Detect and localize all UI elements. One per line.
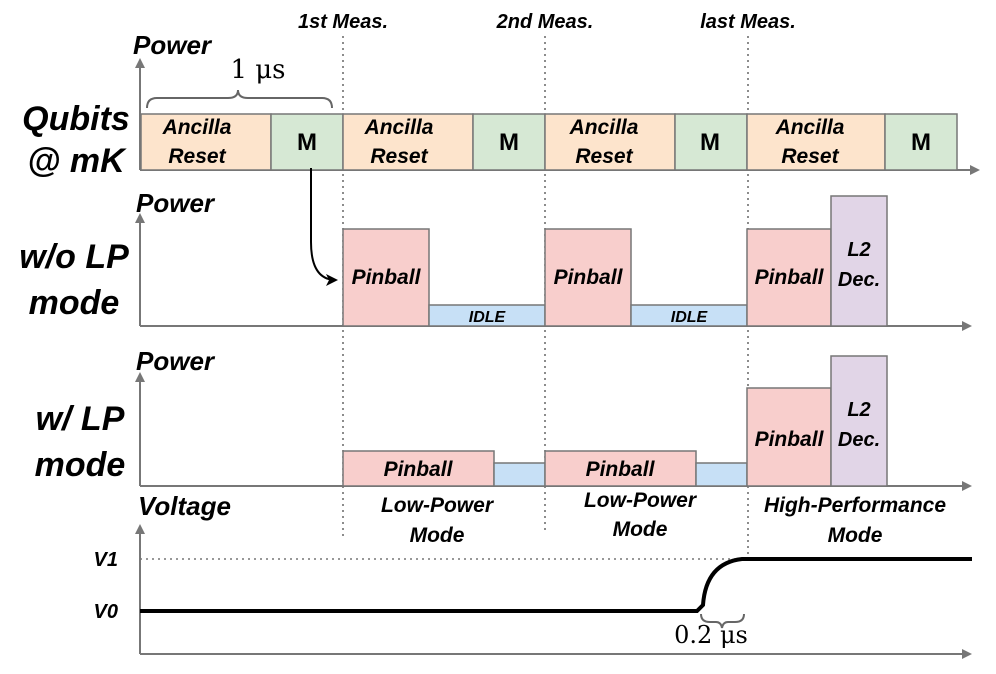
- block-label: Reset: [168, 145, 226, 168]
- measurement-to-decoder-arrow: [310, 168, 338, 286]
- voltage-row: Voltage V1 V0 0.2 μs Low-Power Mode Low-…: [94, 489, 972, 659]
- l2-decoder-block: [830, 355, 888, 487]
- block-label: M: [297, 129, 317, 156]
- voltage-axis-label: Voltage: [138, 491, 231, 521]
- span-bracket: [146, 89, 333, 109]
- ancilla-reset-block: [140, 113, 272, 171]
- idle-block: [493, 462, 546, 487]
- meas-label-2: 2nd Meas.: [496, 11, 594, 33]
- voltage-trace: [140, 557, 972, 613]
- with-lp-row-label-2: mode: [35, 446, 126, 484]
- block-label: L2: [847, 239, 870, 261]
- without-lp-row-label-2: mode: [29, 284, 120, 322]
- block-label: M: [499, 129, 519, 156]
- pinball-block: [544, 228, 632, 327]
- qubits-axis-label: Power: [133, 30, 213, 60]
- qubits-row: Power Qubits @ mK 1 μs Ancilla Reset M A…: [22, 30, 980, 180]
- block-label: Ancilla: [162, 116, 232, 139]
- block-label: Pinball: [586, 458, 656, 481]
- without-lp-row: Power w/o LP mode Pinball IDLE Pinball I…: [19, 188, 972, 331]
- block-label: M: [911, 129, 931, 156]
- block-label: Pinball: [554, 266, 624, 289]
- v0-label: V0: [94, 601, 118, 623]
- with-lp-axis-label: Power: [136, 346, 216, 376]
- with-lp-row: Power w/ LP mode Pinball Pinball Pinball…: [35, 346, 972, 491]
- meas-label-1: 1st Meas.: [298, 11, 388, 33]
- mode-label: Low-Power: [584, 489, 698, 512]
- ancilla-reset-block: [746, 113, 886, 171]
- span-label: 1 μs: [230, 55, 285, 85]
- block-label: Ancilla: [569, 116, 639, 139]
- l2-decoder-block: [830, 195, 888, 327]
- idle-block: [695, 462, 748, 487]
- block-label: Reset: [575, 145, 633, 168]
- mode-label: Low-Power: [381, 494, 495, 517]
- ancilla-reset-block: [342, 113, 474, 171]
- mode-label: High-Performance: [764, 494, 946, 517]
- with-lp-row-label-1: w/ LP: [36, 400, 125, 438]
- block-label: Pinball: [755, 428, 825, 451]
- delay-bracket: [700, 613, 745, 629]
- ancilla-reset-block: [544, 113, 676, 171]
- mode-label: Mode: [828, 524, 883, 547]
- block-label: L2: [847, 399, 870, 421]
- qubits-row-label-2: @ mK: [27, 142, 127, 180]
- measurement-block: [472, 113, 546, 171]
- without-lp-axis-label: Power: [136, 188, 216, 218]
- measurement-block: [884, 113, 958, 171]
- block-label: IDLE: [671, 309, 709, 326]
- mode-label: Mode: [613, 518, 668, 541]
- qubits-row-label-1: Qubits: [22, 100, 130, 138]
- block-label: Pinball: [384, 458, 454, 481]
- without-lp-row-label-1: w/o LP: [19, 238, 129, 276]
- pinball-block: [342, 450, 495, 487]
- pinball-block: [342, 228, 430, 327]
- block-label: Reset: [370, 145, 428, 168]
- measurement-block: [674, 113, 748, 171]
- v1-label: V1: [94, 549, 118, 571]
- block-label: Reset: [781, 145, 839, 168]
- block-label: Dec.: [838, 269, 880, 291]
- block-label: Pinball: [352, 266, 422, 289]
- pinball-block: [746, 387, 832, 487]
- delay-label: 0.2 μs: [674, 621, 748, 649]
- mode-label: Mode: [410, 524, 465, 547]
- block-label: IDLE: [469, 309, 507, 326]
- meas-label-3: last Meas.: [700, 11, 796, 33]
- block-label: M: [700, 129, 720, 156]
- block-label: Pinball: [755, 266, 825, 289]
- block-label: Ancilla: [775, 116, 845, 139]
- block-label: Ancilla: [364, 116, 434, 139]
- block-label: Dec.: [838, 429, 880, 451]
- pinball-block: [746, 228, 832, 327]
